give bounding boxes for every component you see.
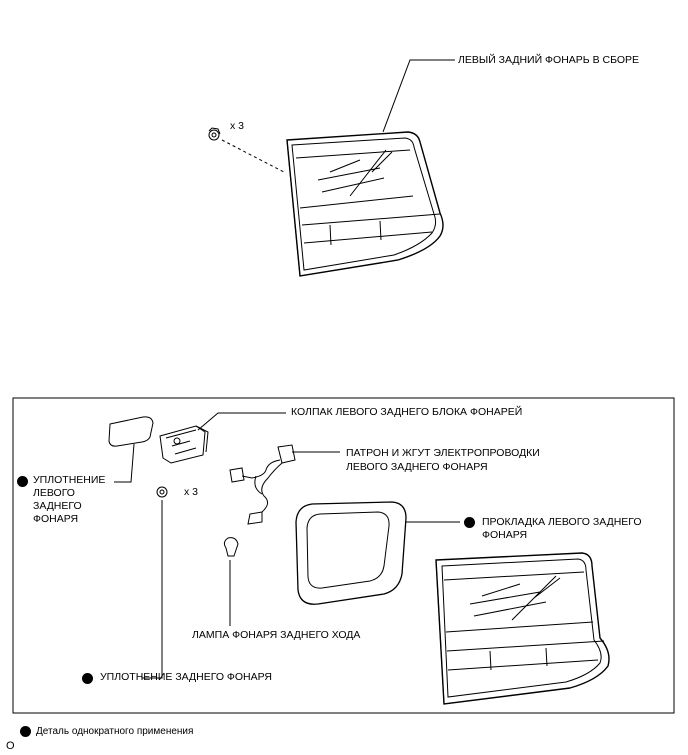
single-use-dot-icon bbox=[464, 517, 475, 528]
legend-dot-icon bbox=[20, 726, 31, 737]
clip-qty-label: x 3 bbox=[230, 120, 245, 132]
assembly-label: ЛЕВЫЙ ЗАДНИЙ ФОНАРЬ В СБОРЕ bbox=[458, 54, 640, 66]
socket-harness-part bbox=[229, 444, 296, 525]
seal-rear-leader bbox=[142, 500, 163, 679]
cover-leader bbox=[197, 412, 286, 431]
legend-label: Деталь однократного применения bbox=[36, 726, 194, 737]
seal-left-label-line1: УПЛОТНЕНИЕ bbox=[33, 474, 106, 486]
seal-small-part bbox=[156, 486, 168, 498]
socket-label-line2: ЛЕВОГО ЗАДНЕГО ФОНАРЯ bbox=[346, 461, 488, 473]
seal-left-leader bbox=[114, 443, 135, 483]
single-use-dot-icon bbox=[82, 673, 93, 684]
clip-dashed-line bbox=[221, 139, 285, 173]
seal-left-label-line4: ФОНАРЯ bbox=[33, 513, 79, 525]
bulb-label: ЛАМПА ФОНАРЯ ЗАДНЕГО ХОДА bbox=[192, 629, 361, 641]
cover-part bbox=[159, 425, 209, 464]
seal-left-label-line2: ЛЕВОГО bbox=[33, 487, 75, 499]
bulb-part bbox=[223, 537, 239, 557]
single-use-dot-icon bbox=[17, 476, 28, 487]
cover-label: КОЛПАК ЛЕВОГО ЗАДНЕГО БЛОКА ФОНАРЕЙ bbox=[291, 406, 523, 418]
detail-frame bbox=[12, 397, 675, 714]
seal-rear-label: УПЛОТНЕНИЕ ЗАДНЕГО ФОНАРЯ bbox=[100, 671, 272, 683]
seal-left-label-line3: ЗАДНЕГО bbox=[33, 500, 82, 512]
assembly-leader bbox=[382, 59, 455, 133]
gasket-label-line1: ПРОКЛАДКА ЛЕВОГО ЗАДНЕГО bbox=[482, 516, 642, 528]
seal-left-part bbox=[108, 416, 154, 447]
gasket-label-line2: ФОНАРЯ bbox=[482, 529, 528, 541]
gasket-part bbox=[295, 501, 407, 605]
tail-lamp-assembly-bottom bbox=[435, 552, 610, 705]
tail-lamp-assembly-top bbox=[286, 131, 444, 277]
socket-label-line1: ПАТРОН И ЖГУТ ЭЛЕКТРОПРОВОДКИ bbox=[346, 447, 540, 459]
seal-qty-label: x 3 bbox=[184, 486, 199, 498]
corner-mark: O bbox=[6, 740, 15, 752]
clip-icon-top bbox=[208, 127, 221, 141]
